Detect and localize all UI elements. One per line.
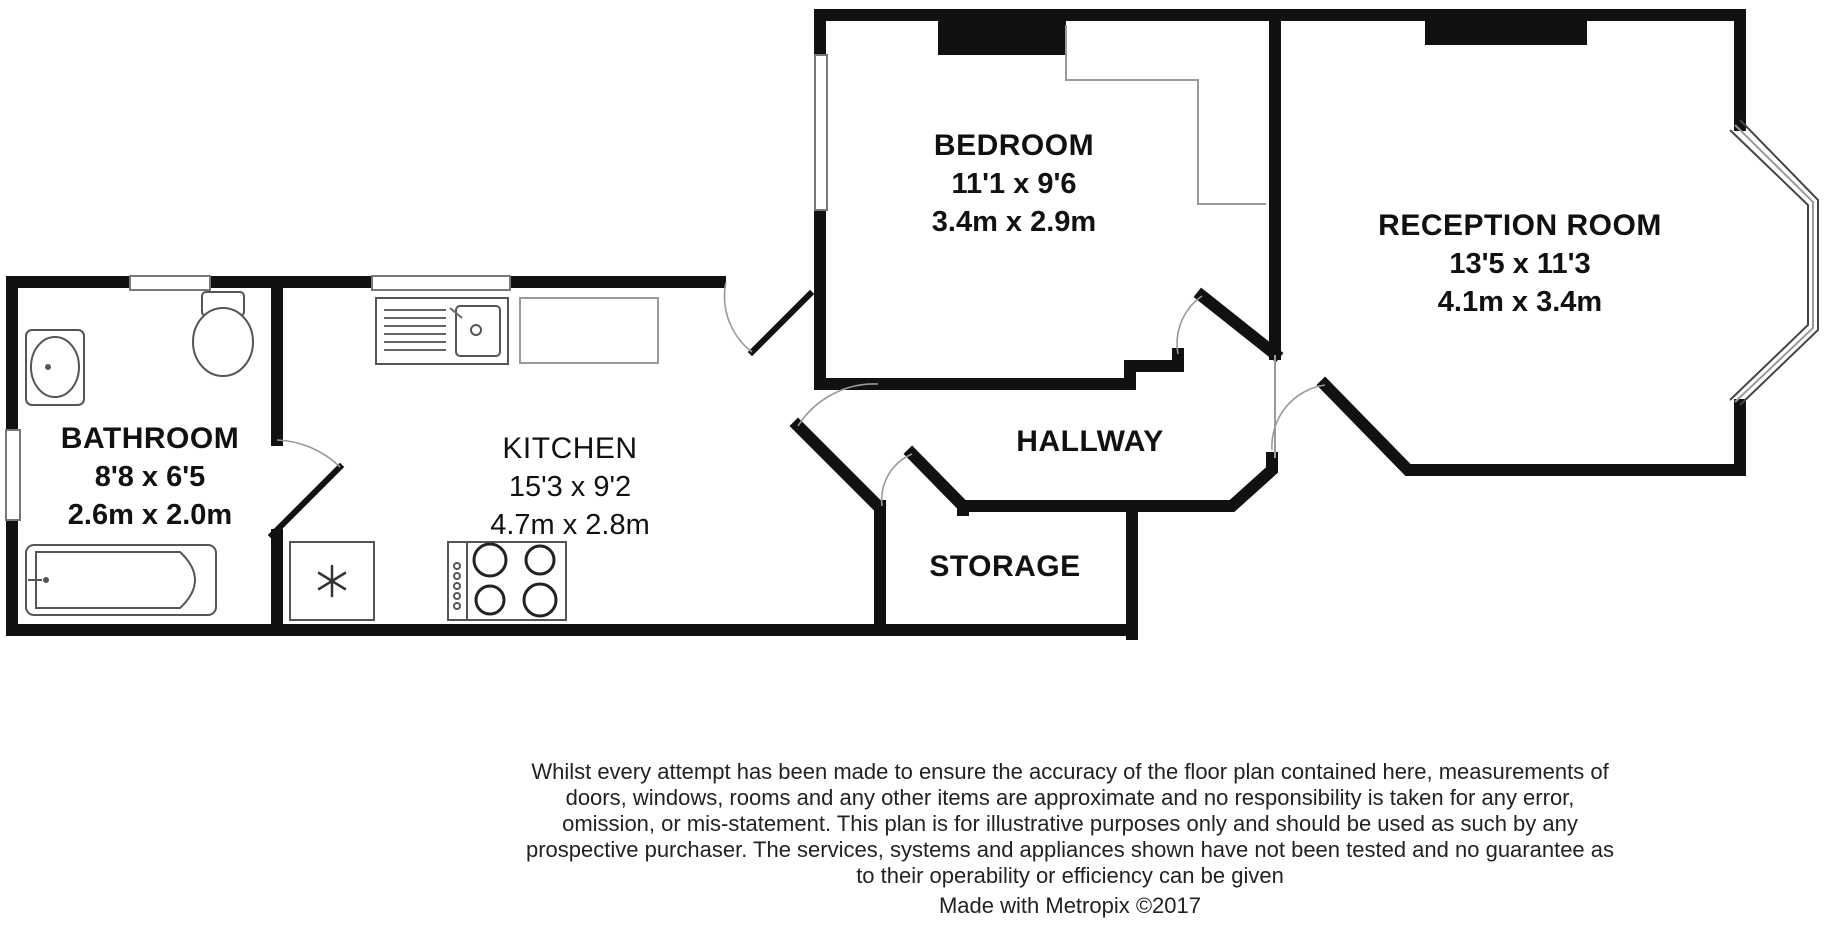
bathroom-metric: 2.6m x 2.0m (67, 499, 233, 531)
kitchen-name: KITCHEN (502, 432, 638, 465)
bedroom-imperial: 11'1 x 9'6 (951, 168, 1077, 200)
storage-label: STORAGE (900, 548, 1110, 586)
reception-room-metric: 4.1m x 3.4m (1437, 286, 1603, 318)
door-arcs (276, 281, 1326, 507)
bathroom-imperial: 8'8 x 6'5 (94, 461, 206, 493)
snowflake-icon (317, 564, 347, 598)
washbasin (25, 329, 85, 406)
bedroom-label: BEDROOM 11'1 x 9'6 3.4m x 2.9m (884, 127, 1144, 241)
kitchen-label: KITCHEN 15'3 x 9'2 4.7m x 2.8m (440, 430, 700, 544)
fridge (289, 541, 375, 621)
walls (6, 9, 1746, 640)
bathroom-label: BATHROOM 8'8 x 6'5 2.6m x 2.0m (30, 420, 270, 534)
hallway-name: HALLWAY (1016, 425, 1164, 458)
windows (5, 54, 1819, 521)
reception-room-label: RECEPTION ROOM 13'5 x 11'3 4.1m x 3.4m (1340, 207, 1700, 321)
reception-room-name: RECEPTION ROOM (1378, 209, 1662, 242)
kitchen-metric: 4.7m x 2.8m (490, 509, 650, 541)
storage-name: STORAGE (929, 550, 1081, 583)
bedroom-metric: 3.4m x 2.9m (931, 206, 1097, 238)
bathroom-name: BATHROOM (60, 422, 240, 455)
disclaimer-text: Whilst every attempt has been made to en… (525, 759, 1615, 888)
bathtub (25, 544, 217, 616)
reception-room-imperial: 13'5 x 11'3 (1449, 248, 1591, 280)
interior-lines (519, 25, 1276, 458)
lintels (938, 15, 1587, 55)
cooker (447, 541, 567, 621)
kitchen-imperial: 15'3 x 9'2 (508, 471, 632, 503)
hallway-label: HALLWAY (990, 423, 1190, 461)
toilet (192, 291, 254, 377)
credit-text: Made with Metropix ©2017 (938, 893, 1201, 918)
bedroom-name: BEDROOM (933, 129, 1095, 162)
kitchen-sink (375, 297, 509, 365)
